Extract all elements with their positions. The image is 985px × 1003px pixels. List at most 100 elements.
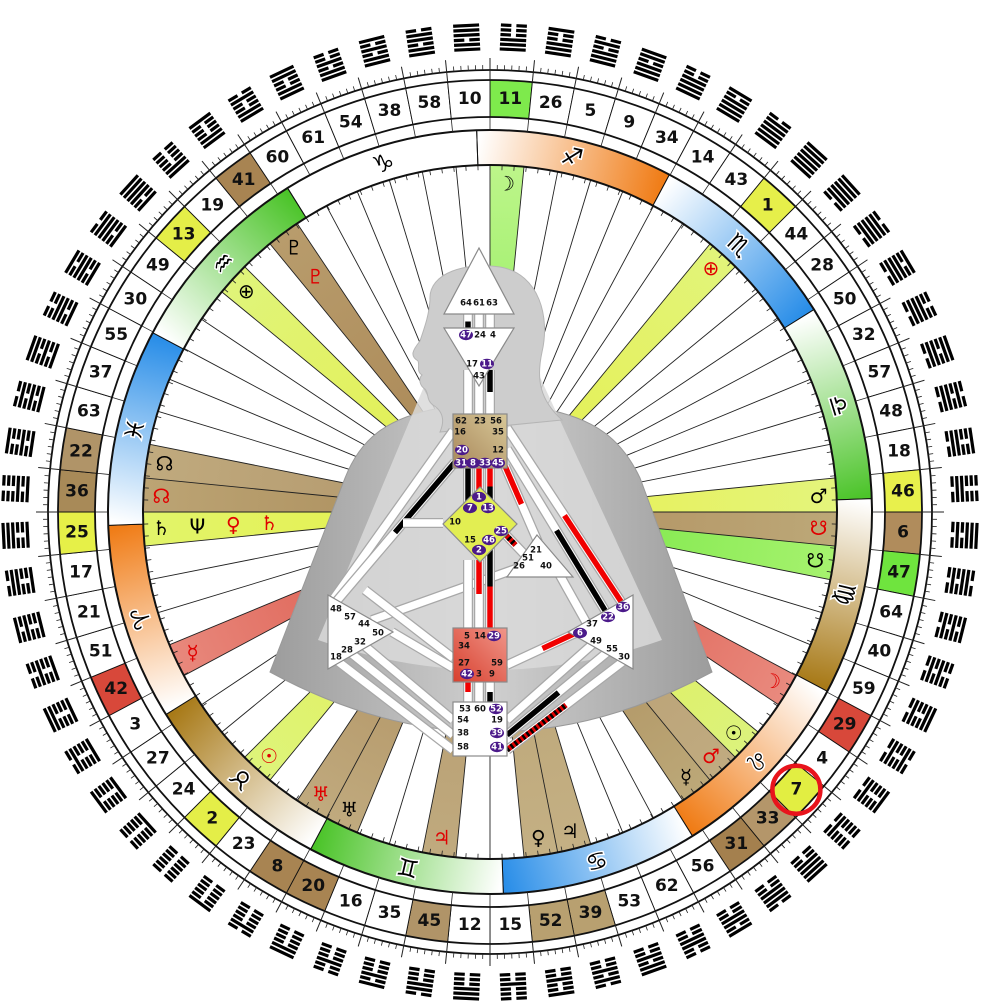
hexagram-icon: [313, 942, 347, 977]
hexagram-line-broken: [68, 265, 77, 277]
hexagram-icon: [227, 901, 264, 938]
gate-divider: [184, 261, 195, 270]
gate-divider: [701, 829, 710, 841]
hexagram-line-broken: [122, 825, 133, 836]
hexagram-line-broken: [500, 28, 512, 32]
hexagram-line-broken: [133, 836, 143, 847]
tick-mark: [589, 76, 592, 82]
planet-symbol-icon: ♂: [810, 484, 828, 508]
hexagram-line-solid: [949, 567, 957, 594]
hexagram-line-broken: [23, 445, 29, 457]
hexagram-line-broken: [362, 52, 374, 59]
hexagram-line-broken: [515, 986, 527, 991]
center-gate-number: 9: [489, 670, 495, 680]
hexagram-line-broken: [199, 878, 211, 888]
tick-mark: [106, 281, 112, 286]
tick-mark: [916, 626, 922, 629]
hexagram-line-broken: [590, 964, 602, 971]
hexagram-line-broken: [51, 703, 59, 715]
tick-mark: [729, 870, 743, 890]
hexagram-line-broken: [20, 491, 25, 503]
hexagram-line-broken: [872, 210, 881, 221]
hexagram-line-solid: [641, 47, 667, 60]
tick-mark: [345, 930, 349, 936]
gate-number: 58: [417, 93, 441, 113]
hexagram-line-broken: [14, 444, 19, 456]
tick-mark: [638, 90, 641, 96]
hexagram-line-broken: [675, 930, 687, 938]
gate-divider: [600, 877, 606, 891]
gate-divider: [338, 864, 345, 878]
center-gate-number: 17: [466, 360, 478, 370]
hexagram-line-broken: [833, 812, 843, 823]
hexagram-line-broken: [114, 791, 124, 803]
tick-mark: [438, 951, 440, 957]
hexagram-line-solid: [6, 522, 11, 549]
tick-mark: [758, 862, 763, 867]
center-gate-number: 25: [495, 527, 507, 537]
hexagram-line-broken: [327, 969, 339, 977]
hexagram-line-broken: [114, 221, 124, 233]
hexagram-line-solid: [30, 336, 42, 363]
tick-mark: [826, 797, 832, 802]
hexagram-line-broken: [953, 583, 959, 595]
tick-mark: [691, 904, 695, 910]
hexagram-line-broken: [31, 400, 38, 412]
hexagram-line-broken: [877, 787, 887, 799]
hexagram-line-broken: [852, 788, 862, 800]
hexagram-line-solid: [453, 28, 480, 33]
channel-half-red: [502, 464, 525, 506]
channels: [329, 313, 629, 754]
hexagram-line-broken: [729, 901, 741, 910]
tick-mark: [275, 111, 287, 132]
hexagram-line-solid: [796, 852, 819, 873]
tick-mark: [89, 297, 110, 309]
hexagram-line-solid: [949, 430, 957, 457]
center-gate-number: 40: [540, 562, 552, 572]
hexagram-icon: [188, 874, 226, 913]
hexagram-line-broken: [840, 839, 851, 850]
hexagram-line-broken: [407, 975, 419, 981]
hexagram-line-solid: [17, 381, 27, 408]
gate-divider: [870, 472, 884, 475]
tick-mark: [47, 576, 53, 578]
hexagram-icon: [544, 966, 575, 998]
gate-number: 32: [852, 325, 876, 345]
hexagram-line-broken: [12, 395, 19, 407]
tick-mark: [895, 333, 901, 337]
hexagram-line-solid: [25, 476, 30, 503]
center-gate-number: 22: [602, 613, 614, 623]
tick-mark: [691, 114, 695, 120]
hexagram-line-broken: [950, 491, 955, 503]
gate-number: 12: [458, 915, 482, 935]
hexagram-line-solid: [639, 960, 666, 972]
hexagram-line-broken: [93, 787, 103, 799]
gate-number: 41: [232, 170, 256, 190]
gate-number: 49: [146, 256, 170, 276]
hexagram-line-broken: [938, 352, 946, 364]
hexagram-line-broken: [25, 663, 33, 675]
tick-mark: [589, 942, 592, 948]
hexagram-line-solid: [833, 180, 854, 203]
hexagram-line-broken: [545, 973, 557, 979]
hexagram-line-broken: [105, 779, 115, 790]
hexagram-line-broken: [453, 38, 465, 43]
hexagram-line-broken: [60, 313, 68, 325]
hexagram-line-broken: [887, 275, 896, 286]
hexagram-line-broken: [844, 821, 854, 832]
hexagram-line-broken: [420, 992, 432, 998]
hexagram-line-broken: [963, 428, 969, 440]
planet-symbol-icon: ☽: [763, 669, 781, 693]
hexagram-line-broken: [946, 446, 952, 458]
tick-mark: [723, 887, 727, 892]
hexagram-line-broken: [697, 940, 709, 949]
tick-mark: [540, 951, 542, 957]
tick-mark: [373, 938, 376, 944]
hexagram-line-broken: [851, 828, 861, 839]
tick-mark: [163, 206, 168, 211]
hexagram-line-broken: [500, 992, 512, 996]
hexagram-icon: [89, 776, 128, 814]
